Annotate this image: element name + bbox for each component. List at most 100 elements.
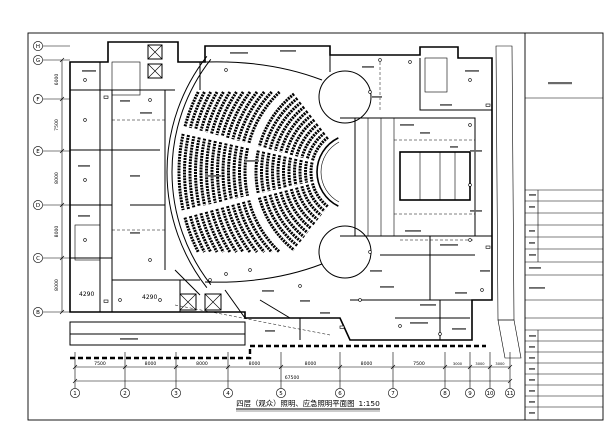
dimension-tick [59, 255, 65, 261]
seat-row [183, 91, 200, 127]
grid-axis-bubble [33, 94, 43, 104]
seat-row [289, 188, 316, 226]
light-fixture-icon [438, 332, 442, 336]
seat-row [260, 151, 266, 193]
exit-sign-icon [103, 95, 109, 99]
illegible-label [78, 165, 90, 167]
dimension-tick [59, 148, 65, 154]
seat-row [221, 143, 228, 201]
dimension-tick [59, 202, 65, 208]
illegible-label [452, 328, 466, 330]
title-block-illegible-text [529, 412, 535, 414]
title-block [525, 82, 603, 420]
dimension-label: 7500 [413, 361, 425, 367]
drawing-scale: 1:150 [358, 399, 380, 408]
grid-axis-bubble [485, 388, 495, 398]
illegible-label [455, 292, 467, 294]
emergency-lighting-route [70, 344, 486, 360]
dimension-label: 3000 [495, 362, 505, 366]
seat-row [231, 204, 259, 253]
grid-axis-bubble [171, 388, 181, 398]
illegible-label [120, 100, 130, 102]
grid-axis-label: 2 [123, 391, 127, 397]
grid-axis-column: 2 [120, 352, 130, 398]
illegible-label [465, 70, 479, 72]
grid-axis-column: 3 [171, 352, 181, 398]
dimension-tick [59, 96, 65, 102]
grid-axis-bubble [33, 200, 43, 210]
grid-axis-label: 4 [226, 391, 230, 397]
seat-row [194, 137, 201, 207]
illegible-label [370, 270, 382, 272]
seat-row [188, 215, 206, 253]
light-fixture-icon [358, 298, 362, 302]
grid-axis-bubble [70, 388, 80, 398]
stair-top-right [424, 57, 448, 93]
dimension-label: 7500 [94, 361, 106, 367]
seat-row [295, 187, 319, 221]
dimension-tick [59, 57, 65, 63]
stage-platform [399, 151, 471, 201]
grid-axis-row: E [33, 146, 70, 156]
seat-row [199, 138, 207, 206]
seat-row [273, 192, 306, 239]
stair-left [74, 224, 101, 261]
exit-sign-icon [103, 299, 109, 303]
ceiling-lines [112, 62, 475, 336]
dimension-label: 3000 [453, 362, 463, 366]
seat-row [284, 114, 312, 154]
grid-axis-label: E [36, 149, 40, 155]
seat-row [257, 92, 295, 147]
seat-row [257, 197, 295, 252]
seat-row [215, 208, 238, 253]
dimension-label: 8000 [54, 226, 60, 238]
orchestra-pit-edge [316, 137, 339, 207]
seat-row [287, 157, 293, 187]
illegible-label [205, 175, 221, 177]
illegible-label [400, 124, 414, 126]
seat-row [279, 191, 309, 234]
seat-row [282, 156, 287, 188]
grid-axis-bubble [223, 388, 233, 398]
title-block-illegible-text [529, 254, 536, 256]
seat-row [268, 101, 302, 150]
grid-axis-bubble [335, 388, 345, 398]
grid-axis-column: 4 [223, 352, 233, 398]
exit-sign-icon [339, 325, 345, 329]
elevator-top-1 [147, 44, 163, 60]
seat-row [204, 211, 225, 253]
light-fixture-icon [368, 90, 372, 94]
seat-row [247, 90, 281, 144]
grid-axis-bubble [388, 388, 398, 398]
seat-row [298, 159, 303, 185]
seat-row [204, 91, 225, 133]
seat-row [210, 210, 232, 253]
light-fixture-icon [83, 178, 87, 182]
seat-row [311, 136, 329, 162]
frame-border [27, 32, 604, 421]
auditorium-rear-wall-outer [166, 55, 208, 289]
grid-axis-label: 7 [391, 391, 395, 397]
seat-row [227, 144, 233, 200]
grid-axis-column: 8 [440, 352, 450, 398]
grid-axis-bubble [33, 253, 43, 263]
illegible-label [300, 300, 310, 302]
seat-row [232, 145, 239, 199]
illegible-label [405, 230, 421, 232]
grid-axis-bubble [465, 388, 475, 398]
grid-axis-label: 6 [338, 391, 342, 397]
seat-row [194, 214, 213, 253]
seat-row [293, 158, 298, 186]
orchestra-pit-inner [320, 141, 340, 203]
building-outline [69, 41, 493, 341]
grid-axis-bubble [440, 388, 450, 398]
floor-plan: 4290 4290 [69, 41, 522, 360]
seat-row [263, 97, 299, 149]
dimension-label: 8000 [54, 279, 60, 291]
dimension-label: 8000 [54, 172, 60, 184]
grid-axis-bubble [33, 41, 43, 51]
seat-row [216, 141, 223, 203]
seat-row [236, 202, 266, 253]
